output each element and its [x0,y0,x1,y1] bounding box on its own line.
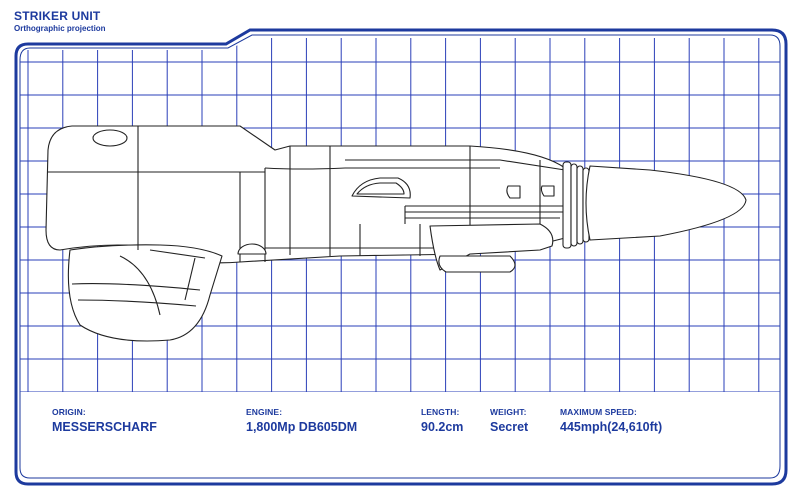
spec-weight: WEIGHT: Secret [490,407,528,434]
spec-origin-value: MESSERSCHARF [52,420,157,434]
spec-weight-label: WEIGHT: [490,407,527,417]
nose-cone [585,165,747,241]
frame-inner-border [19,34,781,479]
spec-max-speed-label: MAXIMUM SPEED: [560,407,637,417]
spec-engine: ENGINE: 1,800Mp DB605DM [246,407,357,434]
spec-length-value: 90.2cm [421,420,464,434]
spec-max-speed: MAXIMUM SPEED: 445mph(24,610ft) [560,407,662,434]
page-title: STRIKER UNIT [14,9,101,23]
tail-fin [67,244,223,342]
spec-length: LENGTH: 90.2cm [421,407,463,434]
page-subtitle: Orthographic projection [14,24,106,33]
aircraft-side-view [45,125,747,342]
spec-origin-label: ORIGIN: [52,407,86,417]
spec-weight-value: Secret [490,420,529,434]
engine-ring [562,161,572,249]
spec-length-label: LENGTH: [421,407,460,417]
spec-engine-label: ENGINE: [246,407,283,417]
spec-max-speed-value: 445mph(24,610ft) [560,420,663,434]
spec-origin: ORIGIN: MESSERSCHARF [52,407,157,434]
spec-engine-value: 1,800Mp DB605DM [246,420,358,434]
frame-border [14,28,788,486]
insignia-circle [92,129,128,147]
